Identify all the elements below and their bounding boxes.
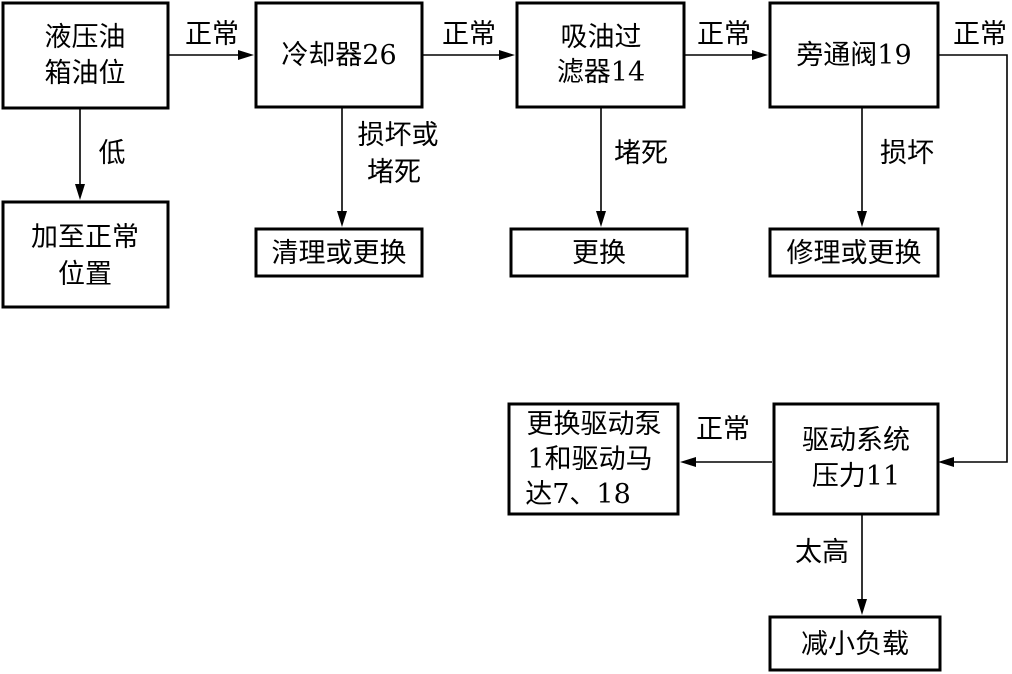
node-fill-to-normal: 加至正常 位置	[1, 200, 170, 309]
node-label: 1和驱动马	[527, 444, 652, 475]
arrowhead-icon	[752, 50, 768, 60]
connectors	[75, 50, 1008, 615]
node-label: 达7、18	[525, 479, 631, 510]
arrowhead-icon	[857, 211, 867, 227]
node-label: 液压油	[45, 22, 126, 53]
edge-label-filter-to-bypass: 正常	[697, 19, 751, 50]
node-label: 冷却器26	[281, 40, 396, 71]
node-suction-filter: 吸油过 滤器14	[515, 1, 686, 109]
node-label: 吸油过	[561, 22, 642, 53]
node-replace-pump-motor: 更换驱动泵 1和驱动马 达7、18	[507, 402, 680, 516]
node-label: 更换驱动泵	[527, 409, 662, 440]
arrowhead-icon	[680, 457, 696, 467]
arrowhead-icon	[499, 50, 515, 60]
node-replace: 更换	[509, 227, 689, 278]
node-reduce-load: 减小负载	[768, 615, 942, 672]
edge-label-filter-fault: 堵死	[614, 138, 668, 169]
edge-label-cooler-fault: 堵死	[367, 157, 421, 188]
edge-label-cooler-to-filter: 正常	[442, 19, 496, 50]
edge-label-cooler-fault: 损坏或	[358, 120, 439, 151]
edge-label-bypass-fault: 损坏	[880, 138, 934, 169]
arrowhead-icon	[238, 50, 254, 60]
node-label: 压力11	[812, 461, 900, 492]
node-label: 减小负载	[801, 629, 909, 660]
arrowhead-icon	[938, 457, 954, 467]
node-label: 位置	[58, 259, 112, 290]
node-label: 修理或更换	[787, 238, 922, 269]
arrowhead-icon	[857, 599, 867, 615]
arrow-bypass-to-drive	[938, 54, 1008, 463]
node-tank-level: 液压油 箱油位	[1, 1, 170, 110]
edge-labels: 正常 正常 正常 正常 低 损坏或 堵死 堵死 损坏 正常 太高	[99, 19, 1008, 568]
edge-label-bypass-to-drive: 正常	[953, 19, 1007, 50]
arrowhead-icon	[596, 211, 606, 227]
node-label: 箱油位	[45, 58, 126, 89]
node-clean-or-replace: 清理或更换	[254, 227, 424, 278]
node-bypass-valve: 旁通阀19	[768, 1, 940, 109]
edge-label-tank-low: 低	[99, 138, 126, 169]
edge-label-drive-high: 太高	[795, 537, 849, 568]
node-label: 清理或更换	[272, 238, 407, 269]
edge-label-tank-to-cooler: 正常	[185, 19, 239, 50]
node-label: 驱动系统	[802, 425, 910, 456]
node-label: 旁通阀19	[796, 40, 911, 71]
arrowhead-icon	[75, 184, 85, 200]
node-label: 更换	[572, 238, 626, 269]
node-label: 滤器14	[557, 57, 645, 88]
node-drive-pressure: 驱动系统 压力11	[772, 402, 940, 516]
arrowhead-icon	[337, 211, 347, 227]
node-repair-or-replace: 修理或更换	[768, 227, 940, 278]
edge-label-drive-normal: 正常	[696, 414, 750, 445]
node-cooler: 冷却器26	[254, 1, 424, 109]
node-label: 加至正常	[31, 222, 139, 253]
